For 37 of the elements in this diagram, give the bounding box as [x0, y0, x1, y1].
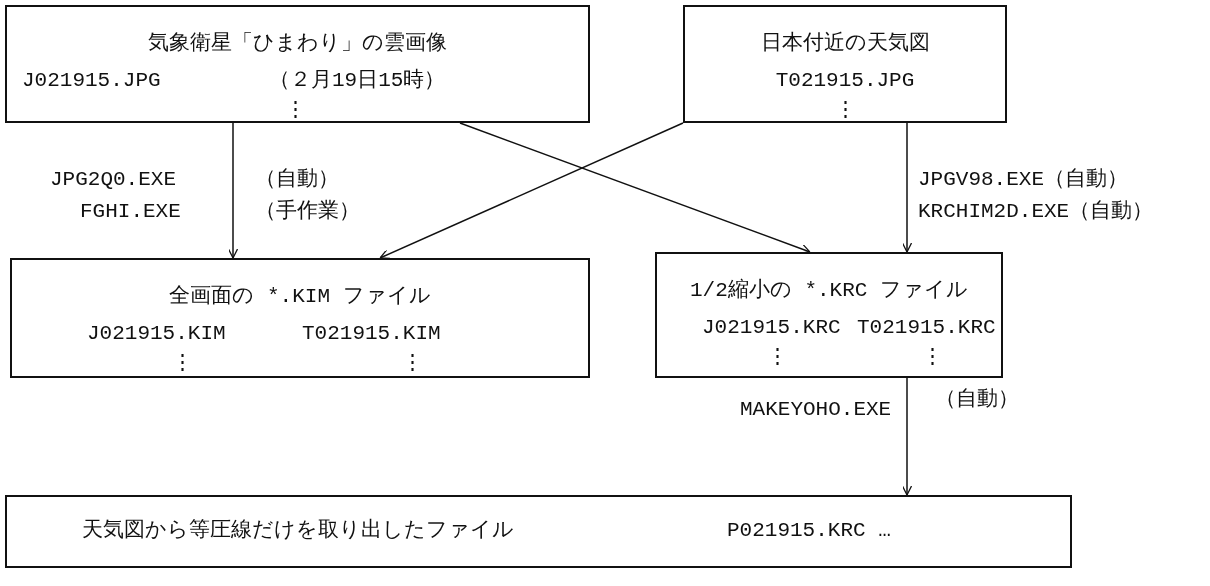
- arrow: [379, 122, 684, 260]
- node-text: 日本付近の天気図: [760, 32, 930, 57]
- ellipsis-mark: ⋮: [172, 352, 193, 377]
- node-text: J021915.JPG: [22, 69, 161, 94]
- arrow: [901, 377, 913, 496]
- process-box: [5, 5, 590, 123]
- process-box: [655, 252, 1003, 378]
- ellipsis-mark: ⋮: [922, 346, 943, 371]
- node-text: J021915.KRC: [702, 316, 841, 341]
- node-text: 全画面の *.KIM ファイル: [169, 285, 431, 310]
- program-label: KRCHIM2D.EXE（自動）: [918, 200, 1154, 225]
- program-label: JPG2Q0.EXE: [50, 168, 177, 193]
- node-text: T021915.KRC: [857, 316, 996, 341]
- node-text: J021915.KIM: [87, 322, 226, 347]
- ellipsis-mark: ⋮: [285, 99, 306, 124]
- node-text: P021915.KRC …: [727, 519, 891, 544]
- program-label: （自動）: [935, 388, 1019, 413]
- arrow: [459, 122, 811, 254]
- ellipsis-mark: ⋮: [402, 352, 423, 377]
- process-box: [10, 258, 590, 378]
- node-text: T021915.JPG: [775, 69, 915, 94]
- program-label: （手作業）: [255, 200, 360, 225]
- ellipsis-mark: ⋮: [767, 346, 788, 371]
- arrow: [227, 122, 239, 259]
- program-label: FGHI.EXE: [80, 200, 181, 225]
- node-text: 1/2縮小の *.KRC ファイル: [690, 279, 968, 304]
- process-box: [683, 5, 1007, 123]
- node-text: T021915.KIM: [302, 322, 441, 347]
- program-label: JPGV98.EXE（自動）: [918, 168, 1129, 193]
- node-text: 天気図から等圧線だけを取り出したファイル: [82, 519, 514, 544]
- ellipsis-mark: ⋮: [834, 99, 856, 124]
- program-label: （自動）: [255, 168, 339, 193]
- process-box: [5, 495, 1072, 568]
- arrow: [901, 122, 913, 253]
- node-text: （２月19日15時）: [269, 69, 446, 94]
- program-label: MAKEYOHO.EXE: [740, 398, 892, 423]
- node-text: 気象衛星「ひまわり」の雲画像: [148, 32, 447, 57]
